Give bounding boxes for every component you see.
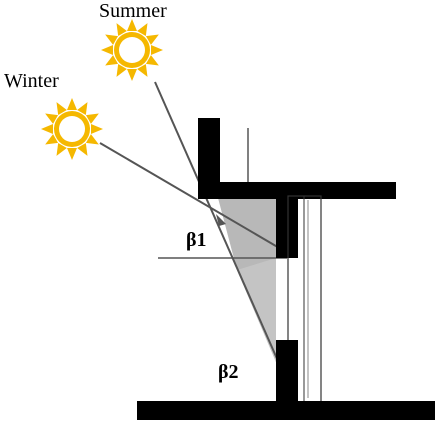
- winter-sun-icon: [41, 98, 103, 160]
- winter-label: Winter: [4, 70, 59, 92]
- winter-ray-line: [99, 142, 282, 250]
- floor-slab: [137, 401, 435, 420]
- summer-ray-line: [154, 81, 283, 371]
- ray-arrow-icon: [216, 214, 226, 226]
- beta2-label: β2: [218, 361, 239, 383]
- lower-wall: [276, 340, 298, 404]
- roof-slab: [198, 182, 396, 199]
- beta1-label: β1: [186, 229, 207, 251]
- summer-label: Summer: [99, 0, 167, 22]
- overhang-fin: [198, 118, 220, 196]
- summer-sun-icon: [101, 19, 163, 81]
- upper-wall: [276, 196, 298, 258]
